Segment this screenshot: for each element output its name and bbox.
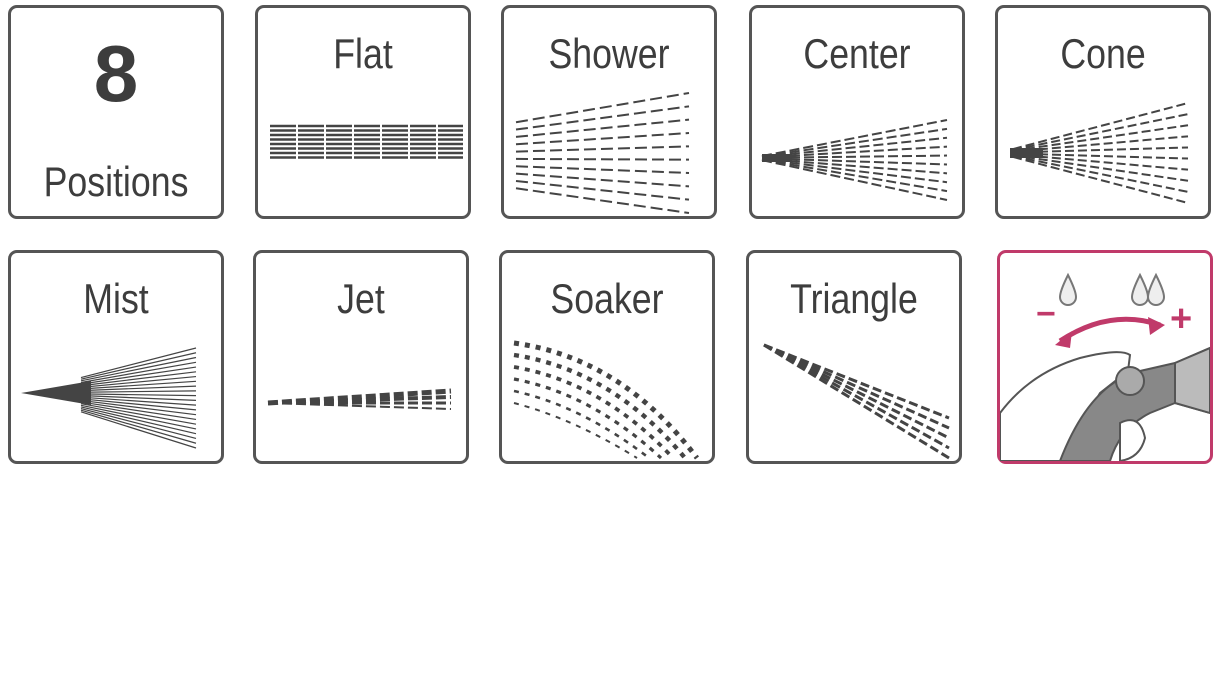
- spray-stroke: [515, 132, 690, 146]
- spray-stroke: [763, 343, 950, 460]
- spray-stroke: [80, 366, 197, 385]
- spray-stroke: [515, 165, 690, 174]
- spray-stroke: [761, 127, 948, 158]
- tile-cone: Cone: [995, 5, 1211, 219]
- spray-stroke: [80, 390, 197, 393]
- tile-jet: Jet: [253, 250, 469, 464]
- spray-stroke: [80, 375, 197, 388]
- spray-stroke: [80, 398, 197, 411]
- spray-stroke: [761, 119, 948, 158]
- spray-stroke: [1012, 102, 1189, 151]
- pattern-label: Soaker: [550, 275, 664, 322]
- pattern-label: Center: [803, 30, 911, 77]
- drop-icon: [1130, 272, 1150, 306]
- spray-stroke: [1012, 154, 1189, 182]
- spray-stroke: [761, 159, 948, 201]
- spray-stroke: [513, 340, 699, 460]
- spray-stroke: [761, 157, 948, 175]
- spray-stroke: [80, 409, 197, 444]
- spray-stroke: [1012, 155, 1189, 193]
- spray-stroke: [761, 136, 948, 158]
- spray-stroke: [761, 145, 948, 159]
- pattern-label: Jet: [337, 275, 385, 322]
- positions-count: 8: [93, 29, 139, 118]
- spray-stroke: [763, 343, 950, 420]
- tile-center: Center: [749, 5, 965, 219]
- shower-spray-pattern-icon: [515, 92, 690, 214]
- spray-stroke: [80, 404, 197, 430]
- spray-stroke: [515, 92, 690, 124]
- flat-spray-pattern-icon: [270, 124, 463, 159]
- spray-stroke: [80, 352, 197, 380]
- spray-stroke: [80, 399, 197, 416]
- spray-stroke: [515, 172, 690, 188]
- pattern-label: Triangle: [790, 275, 918, 322]
- spray-stroke: [80, 408, 197, 440]
- pattern-label: Cone: [1060, 30, 1146, 77]
- spray-stroke: [80, 394, 197, 401]
- spray-stroke: [515, 145, 690, 153]
- tile-flat: Flat: [255, 5, 471, 219]
- spray-stroke: [80, 403, 197, 425]
- cone-spray-pattern-icon: [1010, 102, 1189, 204]
- spray-stroke: [80, 361, 197, 384]
- plus-sign: +: [1170, 298, 1192, 340]
- drop-icon: [1058, 272, 1078, 306]
- spray-stroke: [515, 157, 690, 161]
- mist-spray-pattern-icon: [21, 347, 197, 449]
- spray-stroke: [761, 154, 948, 159]
- spray-stroke: [80, 371, 197, 387]
- tile-mist: Mist: [8, 250, 224, 464]
- spray-stroke: [80, 401, 197, 421]
- spray-stroke: [1012, 113, 1189, 151]
- tile-flow-control: − +: [997, 250, 1213, 464]
- positions-label: Positions: [43, 158, 189, 205]
- spray-stroke: [761, 158, 948, 193]
- spray-stroke: [515, 105, 690, 131]
- double-arrow-icon: [1058, 316, 1161, 344]
- hand-icon: [1000, 351, 1132, 461]
- center-spray-pattern-icon: [761, 119, 948, 201]
- spray-stroke: [515, 118, 690, 138]
- tile-triangle: Triangle: [746, 250, 962, 464]
- spray-stroke: [21, 381, 91, 405]
- spray-stroke: [763, 343, 950, 450]
- spray-stroke: [513, 365, 675, 460]
- water-flow-adjust-icon: − +: [1000, 272, 1210, 461]
- spray-stroke: [80, 347, 197, 379]
- spray-stroke: [80, 406, 197, 435]
- spray-stroke: [513, 402, 638, 459]
- tile-8-positions: 8 Positions: [8, 5, 224, 219]
- tile-shower: Shower: [501, 5, 717, 219]
- tile-soaker: Soaker: [499, 250, 715, 464]
- spray-stroke: [80, 396, 197, 406]
- spray-stroke: [80, 411, 197, 449]
- spray-stroke: [513, 389, 650, 460]
- spray-stroke: [80, 356, 197, 382]
- spray-stroke: [80, 393, 197, 397]
- minus-sign: −: [1036, 295, 1056, 333]
- pattern-label: Shower: [548, 30, 670, 77]
- spray-stroke: [761, 157, 948, 166]
- pattern-label: Flat: [333, 30, 393, 77]
- spray-stroke: [80, 380, 197, 390]
- spray-stroke: [513, 352, 687, 460]
- drop-icon: [1146, 272, 1166, 306]
- spray-stroke: [267, 402, 452, 410]
- spray-stroke: [80, 385, 197, 392]
- spray-stroke: [1012, 124, 1189, 152]
- spray-stroke: [761, 158, 948, 184]
- triangle-spray-pattern-icon: [763, 343, 950, 460]
- jet-spray-pattern-icon: [267, 388, 452, 410]
- spray-stroke: [515, 179, 690, 201]
- spray-stroke: [515, 187, 690, 214]
- spray-stroke: [513, 377, 663, 460]
- soaker-spray-pattern-icon: [513, 340, 699, 460]
- pattern-label: Mist: [83, 275, 149, 322]
- spray-stroke: [1012, 155, 1189, 204]
